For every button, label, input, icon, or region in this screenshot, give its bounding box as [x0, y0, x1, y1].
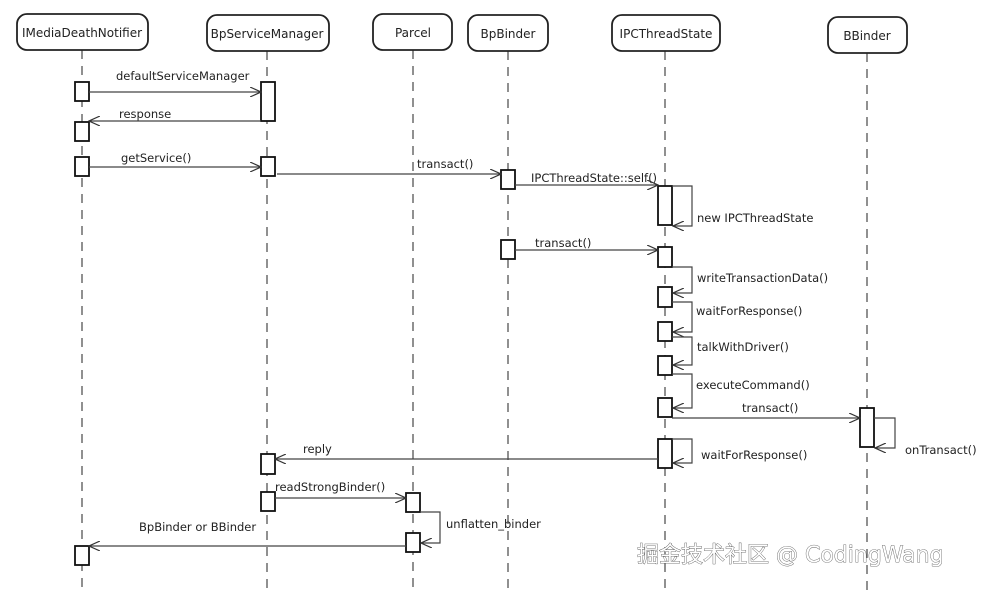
participant-label-ipc: IPCThreadState [620, 27, 713, 41]
message-label: response [119, 107, 171, 121]
participant-label-bpsm: BpServiceManager [211, 27, 324, 41]
activation [260, 491, 276, 512]
self-message-arrow [672, 373, 693, 408]
activation [859, 407, 875, 448]
message-label: waitForResponse() [696, 304, 802, 318]
activation [74, 81, 90, 102]
self-message-arrow [672, 266, 693, 293]
activation [657, 355, 673, 376]
activation [405, 532, 421, 553]
message-label: talkWithDriver() [697, 340, 789, 354]
activation [657, 438, 673, 469]
self-message-arrow [672, 301, 693, 332]
message-label: IPCThreadState::self() [531, 171, 657, 185]
self-message-arrow [672, 438, 693, 463]
message-label: onTransact() [905, 443, 977, 457]
activation [260, 156, 276, 177]
message-label: unflatten_binder [446, 517, 541, 531]
participant-box-bbinder [827, 16, 908, 54]
watermark: 掘金技术社区 @ CodingWang [637, 543, 944, 568]
participant-box-imdn [16, 13, 149, 51]
message-label: BpBinder or BBinder [139, 520, 256, 534]
message-label: transact() [417, 157, 473, 171]
activation [74, 156, 90, 177]
participant-box-ipc [611, 14, 721, 52]
activation [657, 286, 673, 308]
activation [500, 169, 516, 190]
activation [657, 321, 673, 342]
participant-box-bpsm [206, 14, 330, 52]
participant-label-parcel: Parcel [395, 26, 431, 40]
message-label: reply [303, 442, 332, 456]
self-message-arrow [672, 185, 693, 226]
participant-box-bpbinder [467, 14, 549, 52]
self-message-arrow [420, 511, 441, 543]
participant-label-imdn: IMediaDeathNotifier [22, 26, 142, 40]
message-label: getService() [121, 151, 191, 165]
message-label: transact() [742, 401, 798, 415]
participant-label-bbinder: BBinder [843, 29, 890, 43]
message-label: new IPCThreadState [697, 211, 813, 225]
activation [657, 246, 673, 268]
participant-box-parcel [372, 13, 453, 51]
message-label: defaultServiceManager [116, 69, 250, 83]
activation [657, 185, 673, 226]
activation [260, 453, 276, 475]
self-message-arrow [672, 336, 693, 365]
message-label: executeCommand() [696, 378, 810, 392]
activation [500, 239, 516, 260]
participant-label-bpbinder: BpBinder [481, 27, 536, 41]
message-label: transact() [535, 236, 591, 250]
message-label: readStrongBinder() [275, 480, 385, 494]
activation [74, 121, 90, 142]
activation [260, 81, 276, 122]
self-message-arrow [874, 417, 896, 448]
message-label: writeTransactionData() [697, 271, 828, 285]
message-label: waitForResponse() [701, 448, 807, 462]
activation [74, 545, 90, 566]
activation [657, 397, 673, 418]
activation [405, 492, 421, 513]
